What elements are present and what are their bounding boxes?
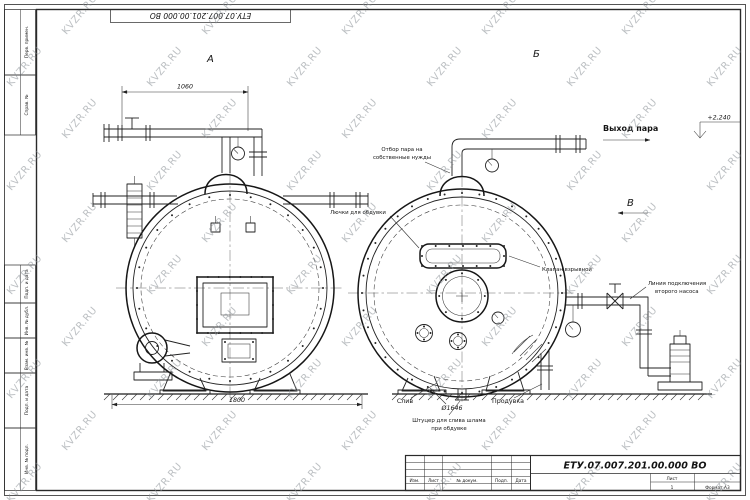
tb-col-data: Дата	[515, 478, 526, 484]
stamp-label: Инв. № дубл.	[24, 306, 30, 335]
side-pipes	[92, 192, 369, 208]
tb-col-podpis: Подп.	[495, 478, 508, 484]
dimension-1800: 1800	[111, 395, 363, 409]
handwheel-valve	[125, 117, 139, 129]
sludge-line2: при обдувке	[431, 426, 467, 432]
feedwater-piping	[537, 283, 671, 390]
burner-fan	[133, 332, 191, 381]
inspection-hatch	[415, 324, 433, 342]
stamp-box: Инв. № дубл.	[4, 302, 36, 339]
ground-line-right	[391, 393, 712, 401]
drain-text: Слив	[397, 398, 414, 405]
stamp-label: Подп. и дата	[24, 269, 30, 299]
view-a-group: А 1060	[92, 54, 369, 409]
explosion-valve-text: Клапан взрывной	[542, 266, 592, 273]
door-bolts	[196, 276, 274, 334]
steam-outlet-annotation: Выход пара	[603, 124, 658, 142]
blowdown-label: Продувка	[492, 383, 543, 405]
elevation-text: +2,240	[707, 115, 730, 122]
stamp-box: Справ. №	[4, 74, 36, 136]
steam-outlet-piping	[451, 135, 587, 176]
inner-diameter-label: Ø1646	[429, 387, 463, 412]
explosion-valve-label: Клапан взрывной	[508, 255, 592, 273]
pressure-gauge-pipe	[565, 305, 581, 338]
pressure-gauge-front	[491, 311, 505, 325]
inner-diameter-text: Ø1646	[441, 404, 463, 412]
furnace-door	[196, 276, 274, 334]
blow-hatches-label: Лючки для обдувки	[330, 210, 420, 249]
boiler-shell-front	[125, 183, 335, 393]
stamp-box: Инв. № подл.	[4, 427, 36, 491]
second-pump-label: Линия подключения второго насоса	[629, 281, 706, 300]
tb-col-list: Лист	[428, 478, 439, 484]
tb-sheet-number: 1	[671, 485, 674, 491]
stamp-label: Инв. № подл.	[24, 444, 30, 474]
feed-pump	[657, 330, 703, 391]
manhole	[435, 269, 489, 323]
view-v-label: В	[627, 198, 634, 209]
stamp-label: Перв. примен.	[24, 26, 30, 58]
stamp-box: Подп. и дата	[4, 264, 36, 304]
tb-col-docnum: № докум.	[456, 478, 477, 484]
tb-doc-number: ЕТУ.07.007.201.00.000 ВО	[564, 461, 707, 472]
steam-outlet-text: Выход пара	[603, 124, 658, 133]
tb-col-izm: Изм.	[409, 478, 419, 484]
second-pump-line1: Линия подключения	[648, 281, 706, 287]
own-needs-line1: Отбор пара на	[381, 147, 422, 153]
stamp-label: Справ. №	[24, 94, 30, 115]
rim-bolts	[136, 194, 324, 382]
tb-sheet-label: Лист	[667, 476, 678, 482]
stamp-label: Взам. инв. №	[24, 340, 30, 370]
hatch-bolts	[421, 245, 505, 267]
pipe-gauge	[485, 149, 499, 173]
second-pump-line2: второго насоса	[655, 289, 699, 295]
stamp-box: Взам. инв. №	[4, 337, 36, 374]
dim-1060-text: 1060	[177, 84, 193, 91]
left-stamp-column: Перв. примен. Справ. № Подп. и дата Инв.…	[4, 9, 36, 491]
blowdown-riser	[537, 351, 553, 390]
section-break-hatch	[511, 334, 547, 363]
view-b-group: Б Отбор пара на	[330, 49, 740, 432]
sheet-frame	[4, 4, 746, 496]
saddle-supports	[159, 373, 301, 395]
steam-piping-top	[103, 117, 267, 176]
blow-hatches-text: Лючки для обдувки	[330, 210, 386, 216]
elevation-mark: +2,240	[693, 115, 740, 139]
shutoff-valve	[606, 283, 624, 310]
stamp-label: Подп. и дата	[24, 386, 30, 416]
shell-fittings	[210, 216, 256, 233]
stamp-box: Перв. примен.	[4, 9, 36, 76]
stamp-box: Подп. и дата	[4, 372, 36, 429]
top-doc-number: ЕТУ.07.007.201.00.000 ВО	[150, 11, 251, 20]
view-v-marker: В	[617, 198, 648, 215]
level-gauge-column	[126, 176, 143, 246]
drain-label: Слив	[397, 382, 438, 405]
sludge-line1: Штуцер для слива шлама	[412, 418, 486, 424]
top-doc-number-box: ЕТУ.07.007.201.00.000 ВО	[110, 9, 291, 23]
tb-format: Формат А3	[705, 485, 730, 491]
steam-dome-b	[439, 175, 485, 197]
dim-1800-text: 1800	[229, 397, 245, 404]
blowdown-text: Продувка	[492, 398, 524, 405]
safety-valve-gauge	[231, 137, 245, 161]
dimension-1060: 1060	[121, 84, 249, 131]
saddle-supports-b	[397, 371, 531, 395]
view-a-label: А	[206, 54, 214, 65]
inspection-hatch	[449, 332, 467, 350]
ground-line-left	[103, 393, 368, 401]
ash-box	[221, 338, 257, 363]
own-needs-label: Отбор пара на собственные нужды	[373, 147, 451, 174]
view-b-label: Б	[533, 49, 540, 60]
title-block: Изм. Лист № докум. Подп. Дата ЕТУ.07.007…	[404, 454, 742, 492]
blow-hatch	[419, 243, 507, 269]
sludge-label: Штуцер для слива шлама при обдувке	[412, 400, 486, 432]
own-needs-line2: собственные нужды	[373, 155, 431, 161]
boiler-shell-front-b	[357, 188, 567, 398]
